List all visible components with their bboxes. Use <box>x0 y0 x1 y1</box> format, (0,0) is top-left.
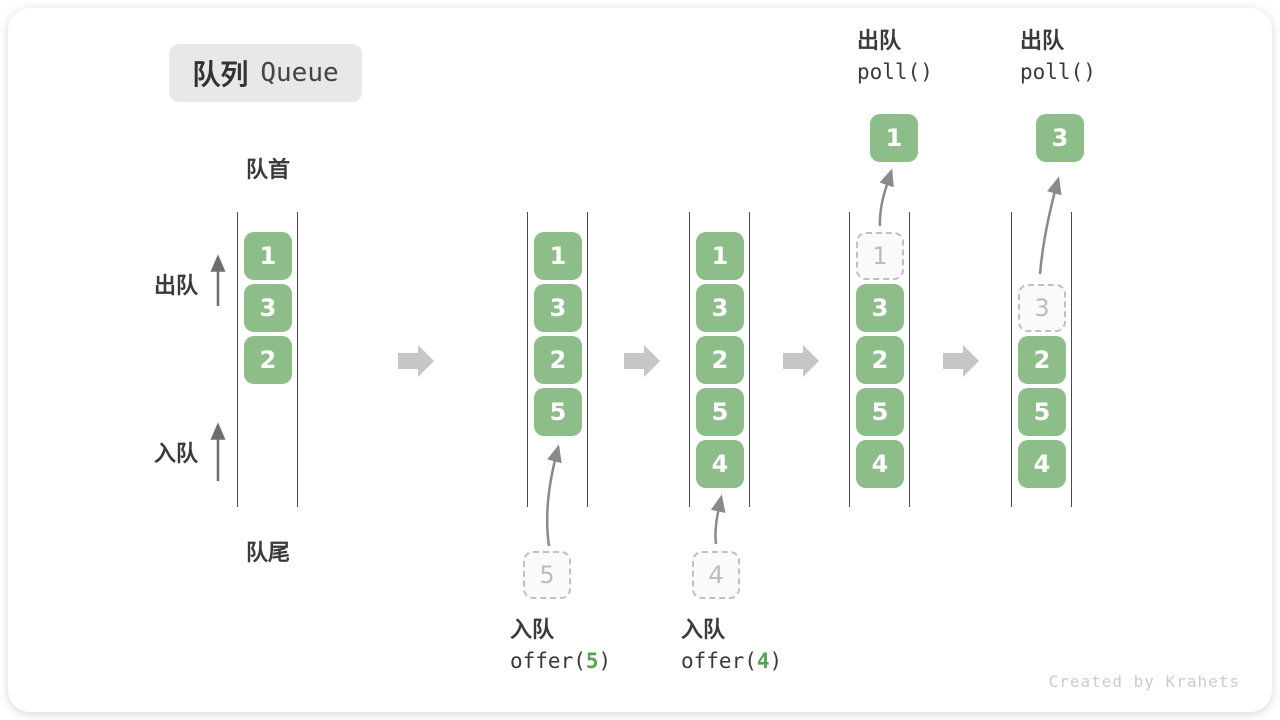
polled-ghost-block: 3 <box>1018 284 1066 332</box>
op-label: 入队 <box>510 618 555 643</box>
op-dequeue-1: 出队 poll() <box>857 31 933 83</box>
queue-block: 5 <box>696 388 744 436</box>
code-end: ) <box>769 649 783 673</box>
queue-channel-4 <box>849 212 910 507</box>
label-queue-front: 队首 <box>245 158 290 183</box>
code-fn: offer( <box>510 649 586 673</box>
queue-block: 3 <box>696 284 744 332</box>
queue-channel-2 <box>527 212 588 507</box>
title-badge: 队列 Queue <box>169 44 362 102</box>
op-label: 入队 <box>681 618 726 643</box>
polled-out-block: 3 <box>1036 114 1084 162</box>
op-code: poll() <box>1020 60 1096 84</box>
queue-channel-3 <box>689 212 750 507</box>
queue-block: 1 <box>534 232 582 280</box>
code-fn: offer( <box>681 649 757 673</box>
queue-channel-1 <box>237 212 298 507</box>
polled-ghost-block: 1 <box>856 232 904 280</box>
op-code: poll() <box>857 60 933 84</box>
queue-block: 1 <box>696 232 744 280</box>
op-label: 出队 <box>857 29 902 54</box>
label-dequeue-side: 出队 <box>153 274 198 299</box>
code-end: ) <box>598 649 612 673</box>
op-enqueue-2: 入队 offer(4) <box>681 620 782 672</box>
queue-block: 2 <box>1018 336 1066 384</box>
queue-block: 5 <box>856 388 904 436</box>
diagram-card <box>8 8 1272 712</box>
queue-block: 5 <box>534 388 582 436</box>
title-en: Queue <box>260 58 339 88</box>
op-dequeue-2: 出队 poll() <box>1020 31 1096 83</box>
label-enqueue-side: 入队 <box>153 442 198 467</box>
queue-block: 2 <box>244 336 292 384</box>
queue-block: 3 <box>856 284 904 332</box>
title-zh: 队列 <box>192 58 249 91</box>
incoming-ghost-block: 4 <box>692 551 740 599</box>
op-enqueue-1: 入队 offer(5) <box>510 620 611 672</box>
queue-block: 4 <box>1018 440 1066 488</box>
incoming-ghost-block: 5 <box>523 551 571 599</box>
queue-block: 5 <box>1018 388 1066 436</box>
op-code: offer(5) <box>510 651 611 672</box>
queue-block: 3 <box>244 284 292 332</box>
queue-block: 4 <box>856 440 904 488</box>
queue-block: 2 <box>534 336 582 384</box>
queue-block: 2 <box>856 336 904 384</box>
code-arg: 4 <box>756 649 770 673</box>
op-label: 出队 <box>1020 29 1065 54</box>
queue-block: 3 <box>534 284 582 332</box>
queue-block: 4 <box>696 440 744 488</box>
queue-channel-5 <box>1011 212 1072 507</box>
code-arg: 5 <box>585 649 599 673</box>
polled-out-block: 1 <box>870 114 918 162</box>
label-queue-rear: 队尾 <box>245 541 290 566</box>
watermark: Created by Krahets <box>1048 672 1240 691</box>
op-code: offer(4) <box>681 651 782 672</box>
queue-block: 2 <box>696 336 744 384</box>
queue-block: 1 <box>244 232 292 280</box>
